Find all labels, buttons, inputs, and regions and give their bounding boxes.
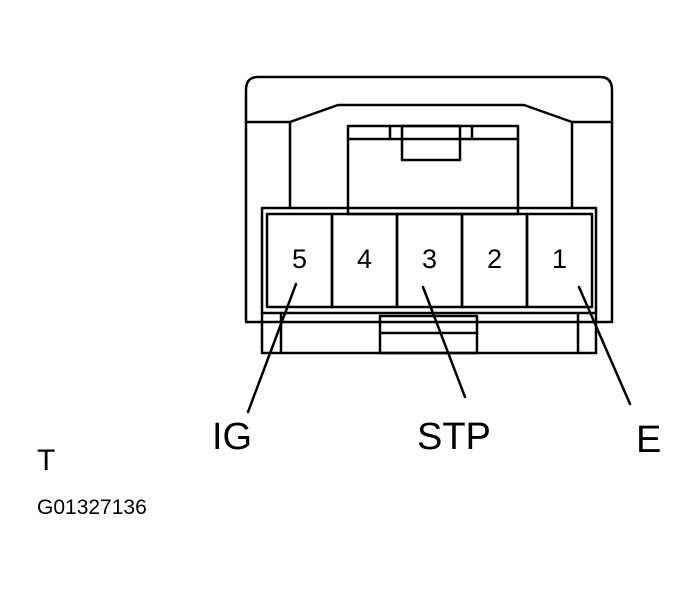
corner-label: T <box>37 444 55 477</box>
callout-stp: STP <box>417 416 491 458</box>
leader-line-stp <box>421 285 467 399</box>
figure-id: G01327136 <box>37 496 147 519</box>
callout-e: E <box>636 419 661 461</box>
pin-number-1: 1 <box>552 244 567 274</box>
pin-number-3: 3 <box>422 244 437 274</box>
housing-shoulders <box>244 103 614 210</box>
leader-line-e <box>577 285 632 406</box>
callout-ig: IG <box>212 416 252 458</box>
pin-number-5: 5 <box>292 244 307 274</box>
pin-number-2: 2 <box>487 244 502 274</box>
pin-cell-1 <box>525 212 594 309</box>
bottom-latch <box>260 311 598 355</box>
pin-frame <box>260 206 598 315</box>
pin-cells <box>265 212 594 309</box>
leader-lines <box>246 282 632 414</box>
pin-number-4: 4 <box>357 244 372 274</box>
leader-line-ig <box>246 282 298 414</box>
locking-tab <box>346 124 520 216</box>
connector-housing <box>244 75 614 324</box>
pin-labels: 5 4 3 2 1 <box>292 244 567 274</box>
